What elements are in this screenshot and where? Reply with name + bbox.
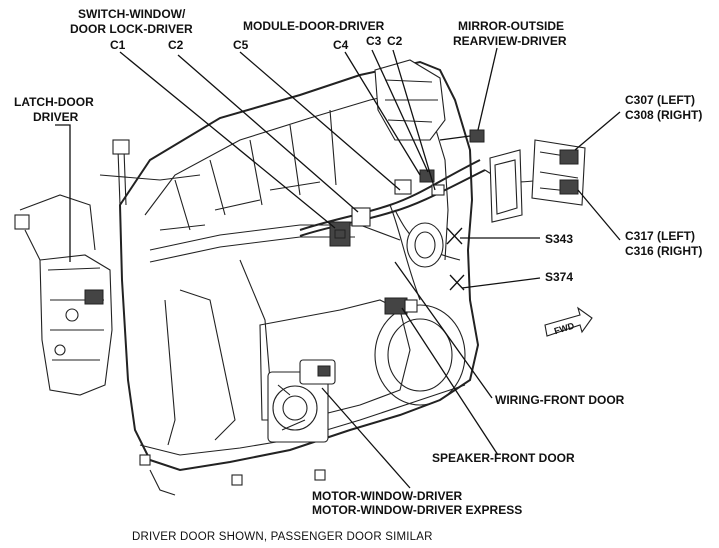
splice-s374 [449, 274, 465, 291]
c2-module-label: C2 [387, 34, 403, 48]
splice-s343 [446, 227, 463, 245]
rearview-driver-label: REARVIEW-DRIVER [453, 34, 567, 48]
c5-label: C5 [233, 38, 249, 52]
c1-label: C1 [110, 38, 126, 52]
speaker-front-door [384, 297, 418, 315]
c4-label: C4 [333, 38, 349, 52]
motor-window-driver-label: MOTOR-WINDOW-DRIVER [312, 489, 463, 503]
leader-lines [55, 47, 621, 489]
wiring-front-door-label: WIRING-FRONT DOOR [495, 393, 625, 407]
s343-label: S343 [545, 232, 573, 246]
latch-door-label: LATCH-DOOR [14, 95, 94, 109]
c3-label: C3 [366, 34, 382, 48]
mirror-outside-assembly [374, 59, 485, 143]
speaker-front-door-label: SPEAKER-FRONT DOOR [432, 451, 575, 465]
c316-label: C316 (RIGHT) [625, 244, 702, 258]
latch-door-assembly [14, 194, 113, 396]
door-lock-driver-label: DOOR LOCK-DRIVER [70, 22, 193, 36]
motor-window-driver [267, 359, 336, 443]
s374-label: S374 [545, 270, 573, 284]
caption: DRIVER DOOR SHOWN, PASSENGER DOOR SIMILA… [132, 531, 433, 543]
wiring-harness [299, 159, 541, 301]
door-inner-panel [99, 60, 480, 496]
c2-switch-label: C2 [168, 38, 184, 52]
c317-label: C317 (LEFT) [625, 229, 695, 243]
body-side-connectors [489, 139, 586, 223]
switch-window-label: SWITCH-WINDOW/ [78, 7, 186, 21]
c307-label: C307 (LEFT) [625, 93, 695, 107]
fwd-arrow: FWD [544, 306, 593, 337]
motor-window-driver-express-label: MOTOR-WINDOW-DRIVER EXPRESS [312, 503, 522, 517]
module-door-driver-label: MODULE-DOOR-DRIVER [243, 19, 385, 33]
c308-label: C308 (RIGHT) [625, 108, 702, 122]
mirror-outside-label: MIRROR-OUTSIDE [458, 19, 564, 33]
latch-driver-label: DRIVER [33, 110, 79, 124]
